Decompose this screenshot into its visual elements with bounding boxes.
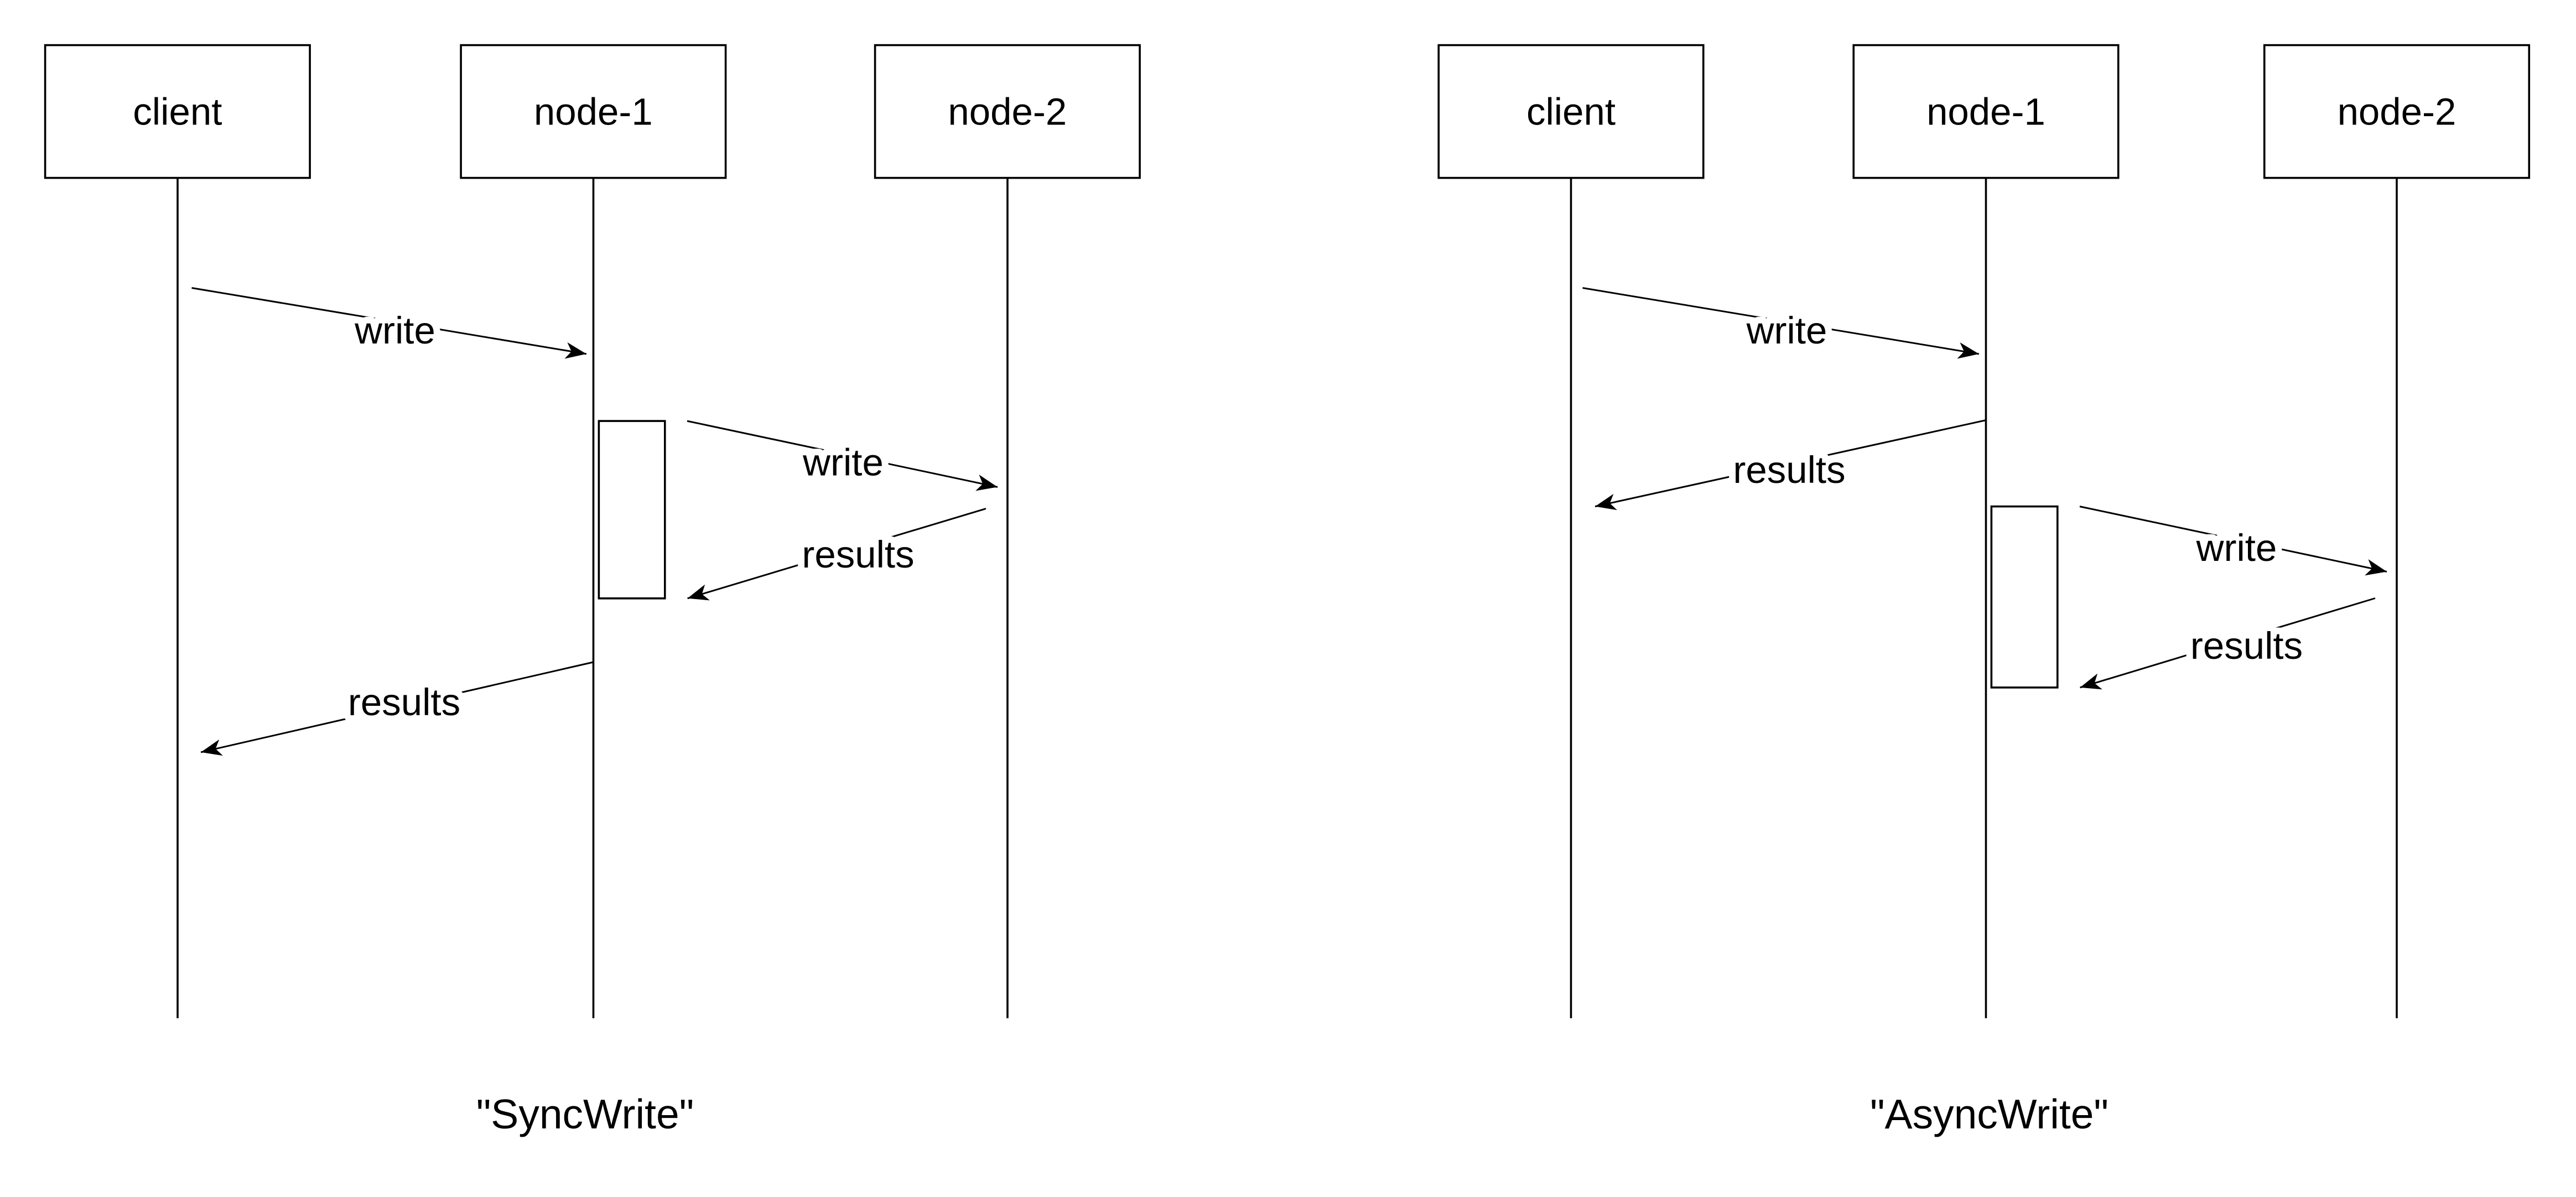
- message-arrow-sync-write-1-write: [687, 420, 998, 491]
- actor-label-async-write-node-1: node-1: [1926, 91, 2045, 133]
- diagram-caption-sync-write: "SyncWrite": [476, 1091, 694, 1137]
- message-label-sync-write-0-write: write: [354, 309, 435, 352]
- message-arrow-async-write-0-write: [1582, 287, 1980, 359]
- message-label-async-write-0-write: write: [1746, 309, 1827, 352]
- diagram-caption-async-write: "AsyncWrite": [1870, 1091, 2108, 1137]
- message-arrow-async-write-1-results: [1595, 419, 1986, 511]
- actor-box-async-write-node-2: [2263, 44, 2531, 179]
- activation-bar-async-write-node-1-0: [1990, 505, 2059, 689]
- actor-box-async-write-node-1: [1852, 44, 2120, 179]
- message-label-async-write-2-write: write: [2196, 527, 2277, 569]
- actor-label-sync-write-node-1: node-1: [534, 91, 653, 133]
- actor-box-async-write-client: [1437, 44, 1705, 179]
- activation-bar-sync-write-node-1-0: [598, 420, 666, 600]
- message-label-sync-write-1-write: write: [802, 441, 884, 484]
- panel-sync-write: client node-1 node-2 write write results resul…: [44, 44, 1141, 1137]
- actor-box-sync-write-client: [44, 44, 311, 179]
- message-arrow-sync-write-0-write: [191, 287, 587, 359]
- actor-label-async-write-client: client: [1526, 91, 1616, 133]
- actor-box-sync-write-node-2: [874, 44, 1141, 179]
- actor-label-sync-write-client: client: [133, 91, 222, 133]
- message-arrow-sync-write-3-results: [200, 661, 594, 756]
- panel-async-write: client node-1 node-2 write results write resul…: [1437, 44, 2531, 1137]
- actor-label-sync-write-node-2: node-2: [948, 91, 1067, 133]
- message-arrow-sync-write-2-results: [687, 508, 986, 601]
- message-label-async-write-1-results: results: [1733, 449, 1845, 491]
- actor-box-sync-write-node-1: [460, 44, 727, 179]
- message-label-sync-write-3-results: results: [348, 681, 460, 724]
- message-arrow-async-write-3-results: [2080, 597, 2376, 690]
- actor-label-async-write-node-2: node-2: [2338, 91, 2456, 133]
- message-arrow-async-write-2-write: [2079, 506, 2387, 576]
- message-label-sync-write-2-results: results: [802, 533, 914, 576]
- message-label-async-write-3-results: results: [2190, 624, 2303, 667]
